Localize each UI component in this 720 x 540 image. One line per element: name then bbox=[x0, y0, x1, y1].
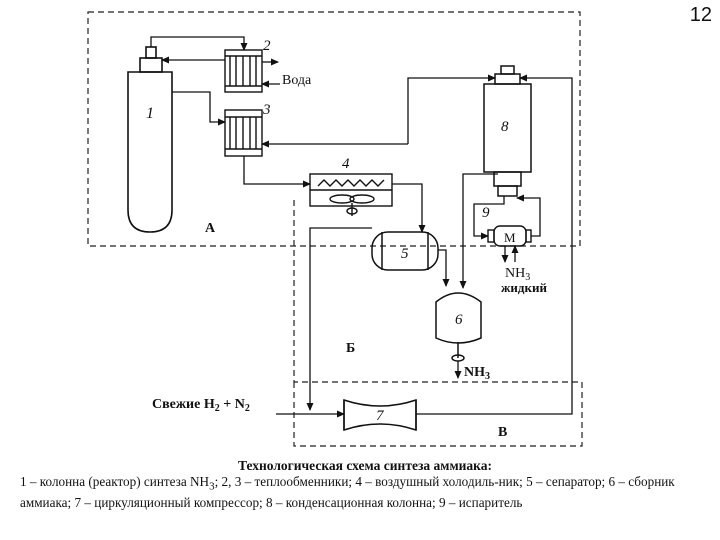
label-nh3-liquid: NH3 bbox=[505, 266, 530, 283]
diagram-labels: 1 2 3 4 5 6 7 8 9 Вода А Б В M NH3 жидки… bbox=[146, 38, 547, 440]
label-zone-a: А bbox=[205, 221, 216, 236]
label-fresh-gas: Свежие H2 + N2 bbox=[152, 397, 250, 414]
caption-title: Технологическая схема синтеза аммиака: bbox=[238, 458, 492, 473]
label-motor: M bbox=[504, 230, 516, 245]
figure-caption: Технологическая схема синтеза аммиака: 1… bbox=[20, 458, 710, 512]
caption-body: 1 – колонна (реактор) синтеза NH3; 2, 3 … bbox=[20, 474, 675, 511]
pipe-separator-gas-recycle bbox=[306, 227, 372, 411]
pipe-exchanger3-to-cooler bbox=[243, 156, 311, 188]
pipe-condenser-gas-out bbox=[407, 74, 496, 144]
pipe-column-to-exchanger3 bbox=[172, 91, 226, 126]
condensation-column bbox=[483, 65, 532, 197]
piping bbox=[150, 36, 573, 418]
label-3: 3 bbox=[262, 102, 271, 118]
label-nh3-liquid-state: жидкий bbox=[501, 280, 547, 295]
label-water: Вода bbox=[282, 73, 312, 88]
heat-exchanger-3 bbox=[224, 109, 263, 157]
label-2: 2 bbox=[263, 38, 271, 54]
air-cooler bbox=[309, 173, 393, 216]
label-8: 8 bbox=[501, 119, 509, 135]
synthesis-column bbox=[127, 46, 173, 233]
label-4: 4 bbox=[342, 156, 350, 172]
zone-a-boundary bbox=[87, 11, 581, 247]
column-body bbox=[127, 71, 173, 233]
column-cap bbox=[139, 57, 163, 73]
label-5: 5 bbox=[401, 246, 409, 262]
label-9: 9 bbox=[482, 205, 490, 221]
separator bbox=[371, 231, 439, 271]
pipe-evaporator-to-condenser bbox=[516, 194, 541, 237]
slide-number: 12 bbox=[689, 4, 712, 26]
label-nh3-out: NH3 bbox=[464, 365, 490, 382]
pipe-separator-to-collector bbox=[438, 249, 450, 287]
label-6: 6 bbox=[455, 312, 463, 328]
heat-exchanger-2 bbox=[224, 49, 263, 93]
label-7: 7 bbox=[376, 408, 385, 424]
pipe-column-to-exchanger2 bbox=[150, 36, 248, 51]
label-1: 1 bbox=[146, 105, 154, 122]
pipe-condenser-to-evaporator bbox=[473, 196, 505, 240]
label-zone-v: В bbox=[498, 425, 507, 440]
pipe-compressor-to-condenser bbox=[416, 74, 573, 415]
label-zone-b: Б bbox=[346, 341, 355, 356]
pipe-condenser-to-collector bbox=[459, 173, 498, 289]
pipe-cooler-to-separator bbox=[392, 183, 426, 233]
column-nozzle bbox=[145, 46, 157, 59]
